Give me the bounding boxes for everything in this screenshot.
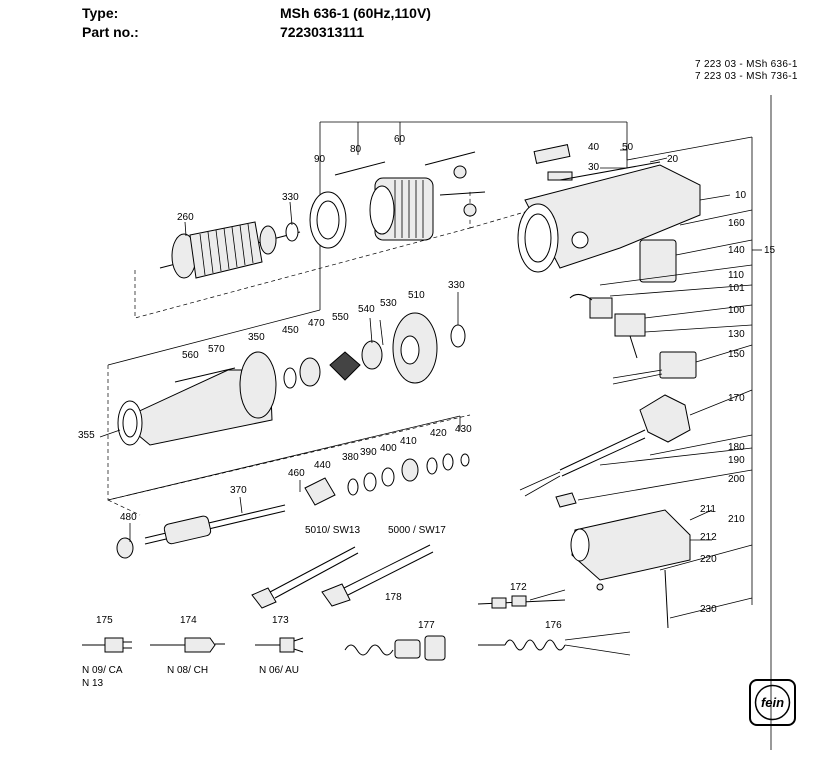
callout-211: 211 <box>700 504 716 515</box>
callout-20: 20 <box>667 154 679 165</box>
callout-10: 10 <box>735 190 747 201</box>
callout-460: 460 <box>288 468 305 479</box>
callout-5000: 5000 / SW17 <box>388 525 446 536</box>
callout-550: 550 <box>332 312 349 323</box>
field-coil-part <box>309 151 486 249</box>
motor-housing-part <box>517 144 701 273</box>
callout-430: 430 <box>455 424 472 435</box>
callout-330-top: 330 <box>282 192 299 203</box>
connector-172 <box>477 589 566 609</box>
callout-170: 170 <box>728 393 745 404</box>
type-label: Type: <box>82 5 119 21</box>
wrench-sw13 <box>251 546 359 609</box>
callout-174: 174 <box>180 615 197 626</box>
callout-440: 440 <box>314 460 331 471</box>
callout-420: 420 <box>430 428 447 439</box>
callout-30: 30 <box>588 162 600 173</box>
callout-101: 101 <box>728 283 745 294</box>
callout-140: 140 <box>728 245 745 256</box>
callout-530: 530 <box>380 298 397 309</box>
callout-110: 110 <box>728 270 744 281</box>
callout-390: 390 <box>360 447 377 458</box>
plug-label-n08: N 08/ CH <box>167 665 208 676</box>
callout-175: 175 <box>96 615 113 626</box>
drawing-ref-msh636: 7 223 03 - MSh 636-1 <box>695 59 798 70</box>
callout-100: 100 <box>728 305 745 316</box>
callout-560: 560 <box>182 350 199 361</box>
callout-190: 190 <box>728 455 745 466</box>
mains-cable-part <box>519 394 691 508</box>
plug-174 <box>150 637 225 653</box>
plug-label-n09: N 09/ CA <box>82 665 123 676</box>
callout-130: 130 <box>728 329 745 340</box>
drawing-ref-msh736: 7 223 03 - MSh 736-1 <box>695 71 798 82</box>
callout-176: 176 <box>545 620 562 631</box>
callout-370: 370 <box>230 485 247 496</box>
plug-175 <box>82 637 132 653</box>
callout-540: 540 <box>358 304 375 315</box>
handle-cover-part <box>570 509 691 629</box>
callout-260: 260 <box>177 212 194 223</box>
callout-90: 90 <box>314 154 326 165</box>
coiled-cable-176 <box>478 631 631 656</box>
fein-logo: fein <box>749 679 796 726</box>
callout-160: 160 <box>728 218 745 229</box>
callout-470: 470 <box>308 318 325 329</box>
callout-172: 172 <box>510 582 527 593</box>
callout-400: 400 <box>380 443 397 454</box>
callout-80: 80 <box>350 144 362 155</box>
callout-212: 212 <box>700 532 717 543</box>
fein-logo-text: fein <box>761 695 784 710</box>
callout-510: 510 <box>408 290 425 301</box>
callout-355: 355 <box>78 430 95 441</box>
type-value: MSh 636-1 (60Hz,110V) <box>280 5 431 21</box>
callout-450: 450 <box>282 325 299 336</box>
plug-label-n13: N 13 <box>82 678 104 689</box>
armature-part <box>159 221 301 279</box>
callout-230: 230 <box>700 604 717 615</box>
spindle-housing-part <box>117 312 466 446</box>
callout-410: 410 <box>400 436 417 447</box>
spindle-part <box>116 453 470 559</box>
callout-220: 220 <box>700 554 717 565</box>
part-number-label: Part no.: <box>82 24 139 40</box>
callout-178: 178 <box>385 592 402 603</box>
callout-60: 60 <box>394 134 406 145</box>
plug-label-n06: N 06/ AU <box>259 665 299 676</box>
callout-173: 173 <box>272 615 289 626</box>
callout-380: 380 <box>342 452 359 463</box>
callout-570: 570 <box>208 344 225 355</box>
callout-leaders <box>99 145 753 619</box>
callout-210: 210 <box>728 514 745 525</box>
callout-50: 50 <box>622 142 634 153</box>
callout-177: 177 <box>418 620 435 631</box>
callout-5010: 5010/ SW13 <box>305 525 360 536</box>
callout-350: 350 <box>248 332 265 343</box>
callout-200: 200 <box>728 474 745 485</box>
callout-480: 480 <box>120 512 137 523</box>
callout-40: 40 <box>588 142 600 153</box>
part-number-value: 72230313111 <box>280 24 365 40</box>
callout-150: 150 <box>728 349 745 360</box>
wrench-sw17 <box>321 544 434 607</box>
switch-parts <box>569 239 697 385</box>
callout-labels: 80 60 90 330 260 40 30 50 20 10 160 140 … <box>78 134 776 689</box>
callout-15: 15 <box>764 245 776 256</box>
callout-330-mid: 330 <box>448 280 465 291</box>
callout-180: 180 <box>728 442 745 453</box>
extension-cable-178 <box>344 635 446 661</box>
plug-173 <box>255 637 304 653</box>
